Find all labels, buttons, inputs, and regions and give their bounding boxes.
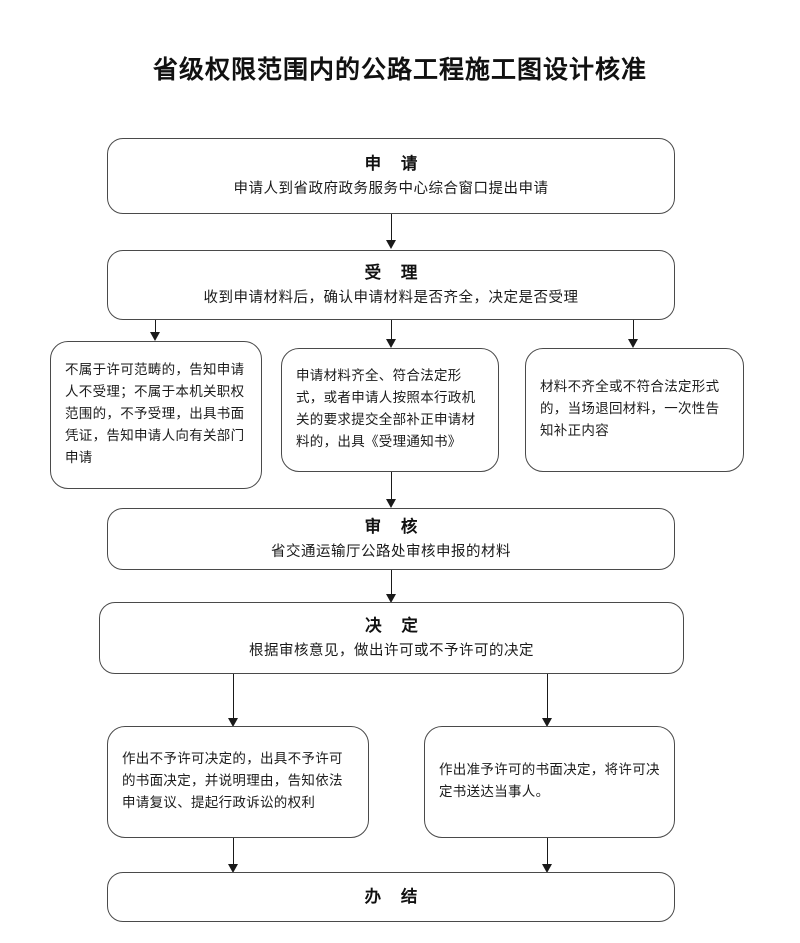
arrowhead-apply-to-accept xyxy=(386,240,396,249)
arrowhead-accept-to-branch-middle xyxy=(386,339,396,348)
connector-review-to-decide xyxy=(391,570,392,594)
connector-decide-to-denied xyxy=(233,674,234,718)
connector-apply-to-accept xyxy=(391,214,392,240)
node-accept-heading: 受 理 xyxy=(364,262,425,282)
node-branch-incomplete-materials-text: 材料不齐全或不符合法定形式的，当场退回材料，一次性告知补正内容 xyxy=(540,379,720,439)
arrowhead-denied-to-finish xyxy=(228,864,238,873)
node-review-heading: 审 核 xyxy=(364,516,425,536)
node-review[interactable]: 审 核 省交通运输厅公路处审核申报的材料 xyxy=(107,508,675,570)
connector-accept-to-branch-left xyxy=(155,320,156,332)
node-branch-accepted[interactable]: 申请材料齐全、符合法定形式，或者申请人按照本行政机关的要求提交全部补正申请材料的… xyxy=(281,348,499,472)
connector-decide-to-approved xyxy=(547,674,548,718)
arrowhead-accept-to-branch-left xyxy=(150,332,160,341)
node-outcome-denied[interactable]: 作出不予许可决定的，出具不予许可的书面决定，并说明理由，告知依法申请复议、提起行… xyxy=(107,726,369,838)
connector-branch-to-review xyxy=(391,472,392,499)
node-decide-detail: 根据审核意见，做出许可或不予许可的决定 xyxy=(249,642,534,659)
node-branch-not-accepted[interactable]: 不属于许可范畴的，告知申请人不受理；不属于本机关职权范围的，不予受理，出具书面凭… xyxy=(50,341,262,489)
node-apply-detail: 申请人到省政府政务服务中心综合窗口提出申请 xyxy=(233,180,549,197)
node-accept-detail: 收到申请材料后，确认申请材料是否齐全，决定是否受理 xyxy=(203,289,579,306)
node-apply[interactable]: 申 请 申请人到省政府政务服务中心综合窗口提出申请 xyxy=(107,138,675,214)
node-outcome-approved-text: 作出准予许可的书面决定，将许可决定书送达当事人。 xyxy=(439,762,660,800)
arrowhead-review-to-decide xyxy=(386,594,396,603)
arrowhead-decide-to-denied xyxy=(228,718,238,727)
node-accept[interactable]: 受 理 收到申请材料后，确认申请材料是否齐全，决定是否受理 xyxy=(107,250,675,320)
node-outcome-denied-text: 作出不予许可决定的，出具不予许可的书面决定，并说明理由，告知依法申请复议、提起行… xyxy=(122,751,343,811)
arrowhead-branch-to-review xyxy=(386,499,396,508)
node-branch-incomplete-materials[interactable]: 材料不齐全或不符合法定形式的，当场退回材料，一次性告知补正内容 xyxy=(525,348,744,472)
node-finish[interactable]: 办 结 xyxy=(107,872,675,922)
connector-denied-to-finish xyxy=(233,838,234,865)
node-review-detail: 省交通运输厅公路处审核申报的材料 xyxy=(271,543,511,560)
arrowhead-decide-to-approved xyxy=(542,718,552,727)
page-title: 省级权限范围内的公路工程施工图设计核准 xyxy=(152,55,647,84)
node-outcome-approved[interactable]: 作出准予许可的书面决定，将许可决定书送达当事人。 xyxy=(424,726,675,838)
connector-accept-to-branch-middle xyxy=(391,320,392,339)
node-decide-heading: 决 定 xyxy=(365,615,425,635)
node-finish-heading: 办 结 xyxy=(364,886,425,906)
arrowhead-approved-to-finish xyxy=(542,864,552,873)
connector-approved-to-finish xyxy=(547,838,548,865)
connector-accept-to-branch-right xyxy=(633,320,634,339)
node-branch-accepted-text: 申请材料齐全、符合法定形式，或者申请人按照本行政机关的要求提交全部补正申请材料的… xyxy=(296,368,476,450)
node-apply-heading: 申 请 xyxy=(364,153,425,173)
node-branch-not-accepted-text: 不属于许可范畴的，告知申请人不受理；不属于本机关职权范围的，不予受理，出具书面凭… xyxy=(65,362,245,466)
node-decide[interactable]: 决 定 根据审核意见，做出许可或不予许可的决定 xyxy=(99,602,684,674)
arrowhead-accept-to-branch-right xyxy=(628,339,638,348)
